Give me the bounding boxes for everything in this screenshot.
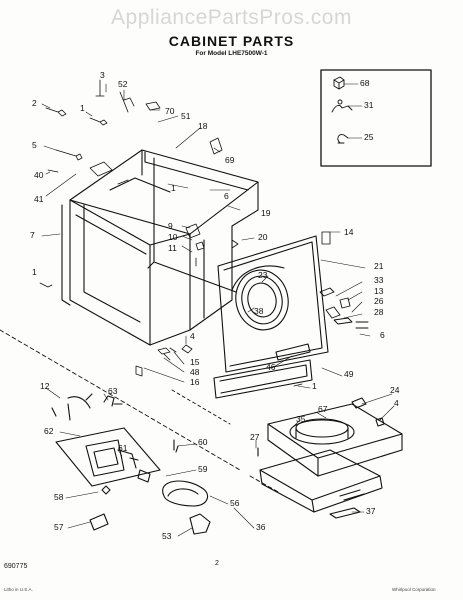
callout-38: 38 — [254, 306, 264, 316]
callout-37: 37 — [366, 506, 376, 516]
callout-2: 2 — [32, 98, 37, 108]
callout-14: 14 — [344, 227, 354, 237]
callout-53: 53 — [162, 531, 172, 541]
leader-lines — [41, 83, 395, 537]
callout-3: 3 — [100, 70, 105, 80]
footer-left-fine-print: Litho in U.S.A. — [4, 587, 33, 592]
callout-58: 58 — [54, 492, 64, 502]
footer-code: 690775 — [4, 563, 28, 570]
kick-panel — [213, 359, 313, 399]
callout-35: 35 — [296, 414, 306, 424]
callout-40: 40 — [34, 170, 44, 180]
callout-1: 1 — [32, 267, 37, 277]
callout-9: 9 — [168, 221, 173, 231]
callout-19: 19 — [261, 208, 271, 218]
callout-49: 49 — [344, 369, 354, 379]
callout-52: 52 — [118, 79, 128, 89]
callout-63: 63 — [108, 386, 118, 396]
callout-62: 62 — [44, 426, 54, 436]
callout-7: 7 — [30, 230, 35, 240]
watermark: AppliancePartsPros.com — [111, 6, 352, 29]
inset-box — [320, 69, 432, 167]
base-assembly — [257, 397, 403, 519]
callout-69: 69 — [225, 155, 235, 165]
callout-41: 41 — [34, 194, 44, 204]
callout-10: 10 — [168, 232, 178, 242]
inset-part-31 — [331, 99, 353, 113]
callout-57: 57 — [54, 522, 64, 532]
hardware-screws — [39, 79, 331, 387]
callout-13: 13 — [374, 286, 384, 296]
callout-61: 61 — [118, 443, 128, 453]
callout-1: 1 — [80, 103, 85, 113]
callout-31: 31 — [364, 100, 374, 110]
callout-25: 25 — [364, 132, 374, 142]
callout-12: 12 — [40, 381, 50, 391]
callout-6: 6 — [380, 330, 385, 340]
callout-1: 1 — [312, 381, 317, 391]
front-panel — [217, 235, 329, 373]
callout-48: 48 — [190, 367, 200, 377]
motor-assembly — [51, 393, 211, 535]
footer-right-fine-print: Whirlpool Corporation — [392, 587, 436, 592]
callout-28: 28 — [374, 307, 384, 317]
callout-51: 51 — [181, 111, 191, 121]
callout-20: 20 — [258, 232, 268, 242]
callout-21: 21 — [374, 261, 384, 271]
callout-60: 60 — [198, 437, 208, 447]
model-subtitle: For Model LHE7500W-1 — [195, 50, 268, 57]
inset-part-25 — [337, 134, 349, 144]
callout-1: 1 — [171, 183, 176, 193]
callout-15: 15 — [190, 357, 200, 367]
callout-16: 16 — [190, 377, 200, 387]
callout-24: 24 — [390, 385, 400, 395]
callout-27: 27 — [250, 432, 260, 442]
dashed-divider — [0, 329, 281, 494]
callout-33: 33 — [374, 275, 384, 285]
callout-18: 18 — [198, 121, 208, 131]
callout-36: 36 — [256, 522, 266, 532]
callout-59: 59 — [198, 464, 208, 474]
callout-46: 46 — [266, 362, 276, 372]
callout-26: 26 — [374, 296, 384, 306]
footer-page-number: 2 — [215, 560, 219, 567]
callout-56: 56 — [230, 498, 240, 508]
callout-67: 67 — [318, 404, 328, 414]
callout-4: 4 — [190, 331, 195, 341]
door-hinge-parts — [319, 287, 369, 329]
callout-11: 11 — [168, 243, 177, 253]
callout-70: 70 — [165, 106, 175, 116]
callout-5: 5 — [32, 140, 37, 150]
callout-4: 4 — [394, 398, 399, 408]
callout-68: 68 — [360, 78, 370, 88]
cabinet-body — [61, 149, 259, 346]
callout-6: 6 — [224, 191, 229, 201]
page-title: CABINET PARTS — [168, 33, 295, 49]
callout-23: 23 — [258, 270, 268, 280]
inset-part-68 — [333, 76, 345, 90]
